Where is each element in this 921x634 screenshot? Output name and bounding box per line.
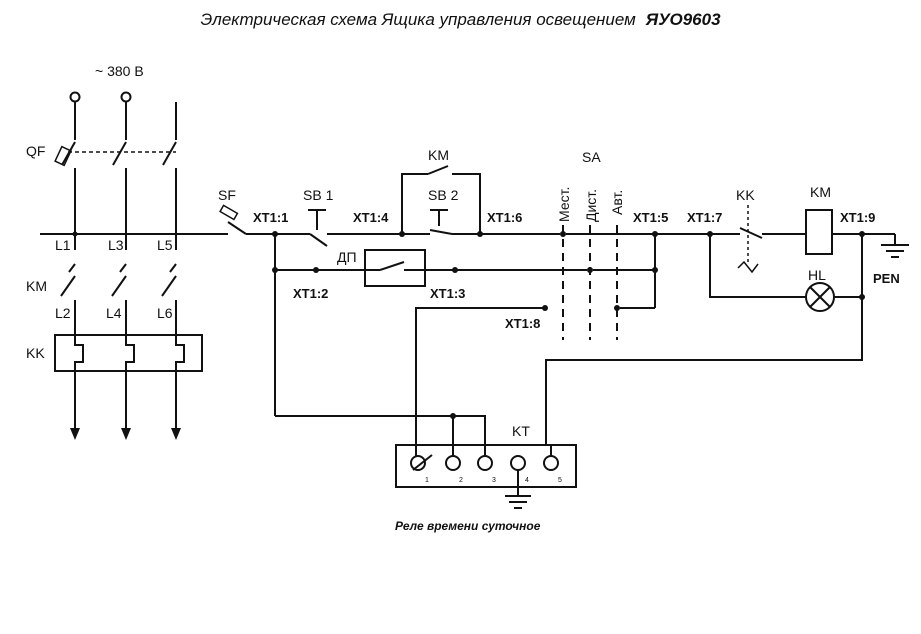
kt-terminal-5 <box>543 455 559 471</box>
kt-caption: Реле времени суточное <box>395 519 541 533</box>
title-text: Электрическая схема Ящика управления осв… <box>200 10 636 29</box>
km-coil-label: KM <box>810 184 831 200</box>
hl-lamp-icon <box>709 234 863 312</box>
xt1-9-label: XT1:9 <box>840 210 875 225</box>
xt1-8-line <box>415 307 545 445</box>
kt-ground-icon <box>505 470 531 509</box>
sa-selector: Мест. Дист. Авт. <box>552 187 710 340</box>
dp-photo-relay <box>364 249 426 287</box>
sa-avt-label: Авт. <box>609 190 625 215</box>
kk-contact-label: KK <box>736 187 755 203</box>
pen-label: PEN <box>873 271 900 286</box>
supply-terminal-1 <box>69 91 81 103</box>
kt-label: KT <box>512 423 530 439</box>
xt1-8-label: XT1:8 <box>505 316 540 331</box>
sf-label: SF <box>218 187 236 203</box>
kt-t4-label: 4 <box>525 477 529 484</box>
supply-terminal-2 <box>120 91 132 103</box>
xt1-7-label: XT1:7 <box>687 210 722 225</box>
xt1-1-label: XT1:1 <box>253 210 288 225</box>
xt1-2-label: XT1:2 <box>293 286 328 301</box>
l5-label: L5 <box>157 237 173 253</box>
qf-label: QF <box>26 143 45 159</box>
kt-terminal-2 <box>445 455 461 471</box>
sa-dist-label: Дист. <box>583 189 599 222</box>
l4-label: L4 <box>106 305 122 321</box>
km-contactor <box>60 263 177 335</box>
kt-t3-label: 3 <box>492 477 496 484</box>
control-section: SF XT1:1 SB 1 XT1:4 KM SB 2 <box>215 147 909 445</box>
xt1-6-label: XT1:6 <box>487 210 522 225</box>
kt-time-relay: KT 1 2 3 4 5 Реле времени суточное <box>395 423 577 533</box>
sb1-label: SB 1 <box>303 187 334 203</box>
sb2-button <box>380 209 552 235</box>
sb2-label: SB 2 <box>428 187 459 203</box>
kt-terminal-1 <box>410 455 426 471</box>
voltage-label: ~ 380 В <box>95 63 144 79</box>
l3-label: L3 <box>108 237 124 253</box>
km-contact-label: KM <box>428 147 449 163</box>
xt1-4-label: XT1:4 <box>353 210 389 225</box>
kt-t2-label: 2 <box>459 477 463 484</box>
xt1-3-label: XT1:3 <box>430 286 465 301</box>
sa-label: SA <box>582 149 601 165</box>
kk-thermal-relay <box>54 334 203 372</box>
power-section: ~ 380 В QF L1 L3 L5 KM <box>26 63 215 440</box>
dp-label: ДП <box>337 249 357 265</box>
power-outputs <box>70 371 181 440</box>
kk-power-label: KK <box>26 345 45 361</box>
diagram-title: Электрическая схема Ящика управления осв… <box>0 10 921 30</box>
pen-ground-icon <box>881 234 909 258</box>
kt-neutral-line <box>545 297 863 445</box>
km-power-label: KM <box>26 278 47 294</box>
title-code: ЯУО9603 <box>645 10 721 29</box>
kt-t5-label: 5 <box>558 477 562 484</box>
kt-t1-label: 1 <box>425 477 429 484</box>
kk-contact <box>710 205 806 274</box>
kt-terminal-4 <box>510 455 526 471</box>
km-holding-contact <box>401 165 481 234</box>
l1-label: L1 <box>55 237 71 253</box>
l2-label: L2 <box>55 305 71 321</box>
sa-mest-label: Мест. <box>556 187 572 222</box>
kt-supply-line <box>275 415 486 445</box>
l6-label: L6 <box>157 305 173 321</box>
hl-label: HL <box>808 267 826 283</box>
xt1-5-label: XT1:5 <box>633 210 668 225</box>
kt-terminal-3 <box>477 455 493 471</box>
sb1-button <box>308 209 380 247</box>
